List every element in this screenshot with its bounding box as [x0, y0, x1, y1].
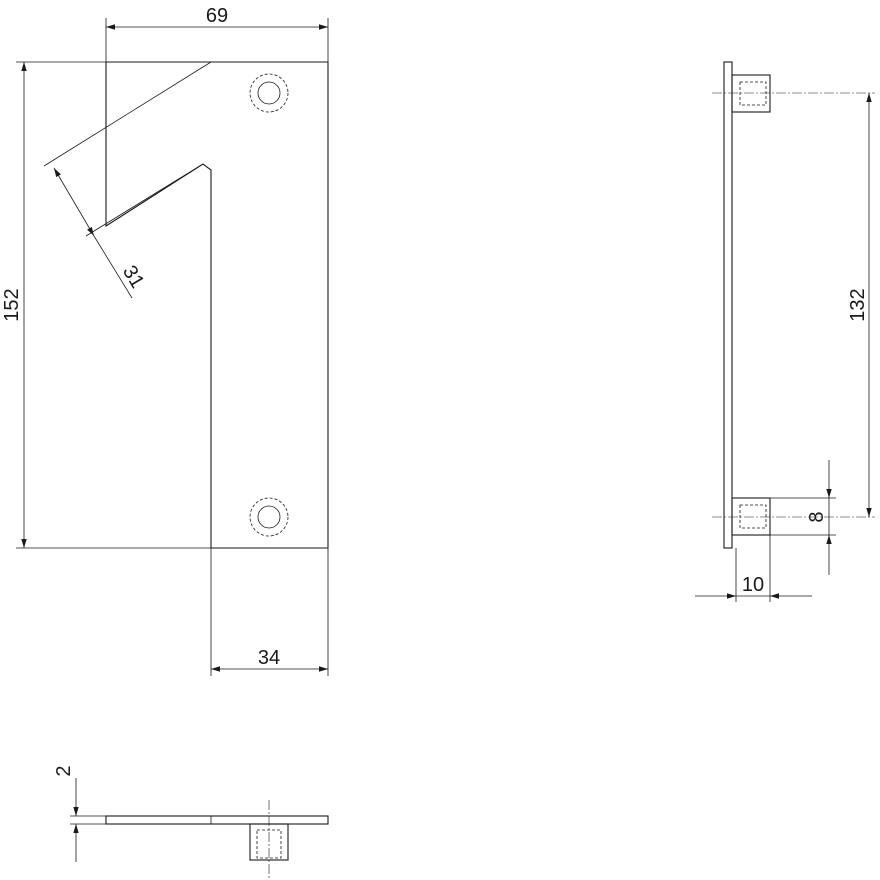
dim-hole-spacing: 132 — [847, 93, 872, 517]
dim-width-top-label: 69 — [206, 5, 228, 27]
bottom-hole-inner — [257, 505, 281, 529]
front-view — [105, 61, 329, 549]
numeral-one-outline — [105, 61, 329, 549]
bottom-view — [105, 800, 329, 878]
dim-standoff-dia-label: 8 — [806, 511, 828, 522]
dim-height-total: 152 — [1, 61, 211, 549]
side-view — [712, 61, 875, 549]
dim-standoff-len-label: 10 — [742, 574, 764, 596]
plate-edge — [723, 61, 733, 549]
plate-thickness — [105, 815, 329, 825]
bottom-hole-outer — [249, 497, 289, 537]
top-hole-inner — [257, 81, 281, 105]
dim-width-bottom-label: 34 — [258, 647, 280, 669]
dim-diagonal: 31 — [43, 61, 212, 299]
dim-standoff-dia: 8 — [770, 460, 836, 575]
bottom-standoff — [731, 497, 771, 536]
dim-thickness-label: 2 — [53, 765, 75, 776]
top-hole-outer — [249, 73, 289, 113]
dim-thickness: 2 — [53, 765, 106, 862]
dim-height-total-label: 152 — [1, 288, 23, 321]
dim-width-bottom: 34 — [210, 548, 329, 676]
dim-hole-spacing-label: 132 — [847, 288, 869, 321]
dim-width-top: 69 — [105, 5, 329, 226]
dim-diagonal-label: 31 — [118, 262, 148, 292]
top-standoff — [731, 74, 771, 113]
dim-standoff-len: 10 — [695, 535, 812, 602]
